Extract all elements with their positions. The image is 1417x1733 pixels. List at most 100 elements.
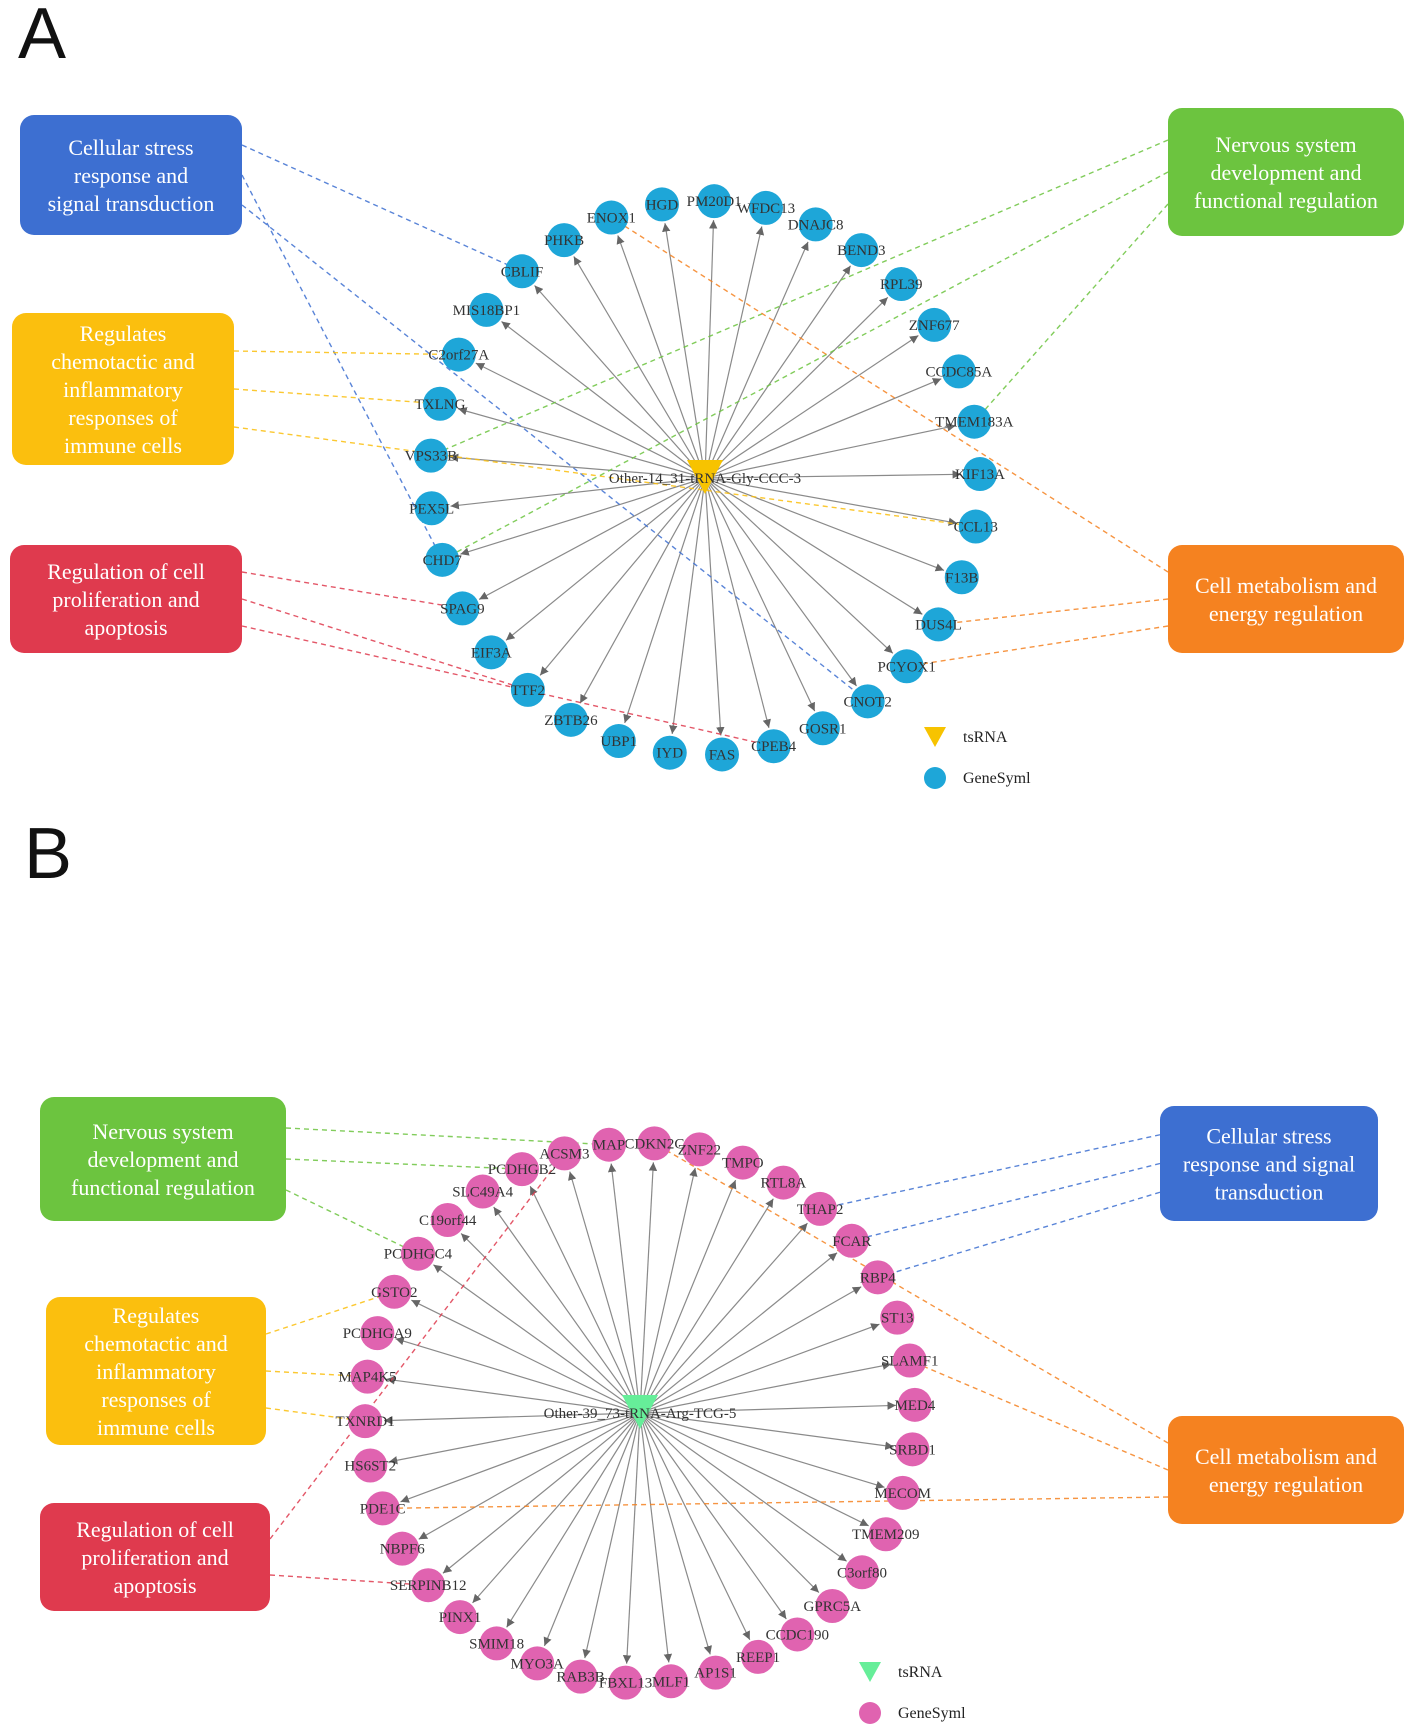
edge-pcdhga9	[395, 1337, 641, 1414]
gene-node[interactable]: UBP1	[600, 724, 637, 759]
gene-node[interactable]: TMEM183A	[935, 404, 1014, 439]
gene-node[interactable]: DNAJC8	[788, 207, 844, 242]
gene-node[interactable]: ENOX1	[587, 200, 636, 235]
gene-node[interactable]: CNOT2	[844, 684, 892, 719]
gene-node[interactable]: PINX1	[439, 1600, 482, 1635]
gene-label: RAB3B	[556, 1670, 604, 1686]
gene-node[interactable]: AP1S1	[694, 1655, 737, 1690]
gene-node[interactable]: RTL8A	[760, 1165, 806, 1200]
gene-label: CNOT2	[844, 694, 892, 710]
gene-node[interactable]: ACSM3	[539, 1136, 589, 1171]
gene-node[interactable]: GOSR1	[799, 711, 847, 746]
link-nervous-chd7	[441, 171, 1169, 561]
gene-node[interactable]: TMEM209	[852, 1517, 920, 1552]
gene-node[interactable]: ZBTB26	[544, 702, 598, 737]
gene-node[interactable]: HGD	[644, 187, 679, 222]
gene-node[interactable]: THAP2	[797, 1191, 844, 1226]
gene-node[interactable]: PCDHGB2	[488, 1152, 556, 1187]
edge-c3orf80	[639, 1412, 847, 1562]
gene-node[interactable]: CDKN2C	[624, 1126, 684, 1161]
gene-node[interactable]: KIF13A	[955, 457, 1005, 492]
gene-node[interactable]: CCDC190	[766, 1617, 829, 1652]
gene-node[interactable]: CCDC85A	[925, 354, 992, 389]
gene-node[interactable]: CHD7	[423, 542, 463, 577]
gene-node[interactable]: MIS18BP1	[453, 292, 521, 327]
gene-node[interactable]: GSTO2	[371, 1274, 417, 1309]
category-box-line: energy regulation	[1209, 1472, 1363, 1497]
gene-node[interactable]: CBLIF	[501, 254, 544, 289]
gene-node[interactable]: SERPINB12	[390, 1568, 467, 1603]
gene-node[interactable]: PCDHGA9	[343, 1316, 412, 1351]
gene-node[interactable]: MLF1	[652, 1664, 690, 1699]
gene-node[interactable]: MAP4K5	[338, 1359, 397, 1394]
gene-node[interactable]: MECOM	[874, 1475, 931, 1510]
gene-node[interactable]: PCDHGC4	[384, 1236, 453, 1271]
gene-node[interactable]: FAS	[705, 737, 740, 772]
edge-ccl13	[704, 477, 958, 526]
gene-node[interactable]: NBPF6	[380, 1531, 426, 1566]
category-box-line: apoptosis	[113, 1573, 196, 1598]
gene-node[interactable]: SMIM18	[469, 1626, 524, 1661]
gene-label: MIS18BP1	[453, 303, 521, 319]
edge-map4k5	[386, 1376, 641, 1414]
gene-label: RTL8A	[760, 1176, 806, 1192]
gene-node[interactable]: RPL39	[880, 267, 923, 302]
gene-node[interactable]: F13B	[944, 560, 979, 595]
tsrna-node[interactable]: Other-39_73-tRNA-Arg-TCG-5	[544, 1395, 737, 1429]
gene-node[interactable]: MYO3A	[511, 1646, 565, 1681]
gene-node[interactable]: RBP4	[860, 1260, 896, 1295]
legend-tsrna-icon	[859, 1662, 881, 1682]
gene-label: SERPINB12	[390, 1578, 467, 1594]
gene-node[interactable]: TTF2	[511, 672, 545, 707]
panel-letter-a: A	[18, 0, 66, 74]
gene-node[interactable]: C2orf27A	[428, 337, 489, 372]
category-box-line: Nervous system	[92, 1119, 233, 1144]
gene-node[interactable]: EIF3A	[471, 635, 512, 670]
gene-node[interactable]: REEP1	[736, 1639, 780, 1674]
tsrna-node[interactable]: Other-14_31-tRNA-Gly-CCC-3	[609, 460, 801, 494]
gene-node[interactable]: TXLNG	[415, 386, 466, 421]
gene-node[interactable]: MAP	[591, 1127, 626, 1162]
gene-circle	[805, 711, 840, 746]
gene-node[interactable]: PDE1C	[360, 1491, 406, 1526]
gene-node[interactable]: PEX5L	[409, 491, 454, 526]
gene-node[interactable]: C3orf80	[837, 1555, 887, 1590]
link-metab-dus4l	[938, 598, 1169, 626]
gene-node[interactable]: CCL13	[954, 509, 998, 544]
gene-node[interactable]: MED4	[894, 1387, 936, 1422]
edge-fcar	[639, 1252, 838, 1414]
gene-node[interactable]: SLC49A4	[452, 1174, 514, 1209]
gene-node[interactable]: ZNF677	[909, 307, 960, 342]
gene-node[interactable]: SRBD1	[889, 1432, 936, 1467]
category-box-line: proliferation and	[52, 587, 199, 612]
gene-node[interactable]: GPRC5A	[804, 1589, 862, 1624]
gene-node[interactable]: WFDC13	[737, 190, 795, 225]
category-box-line: functional regulation	[1194, 188, 1378, 213]
gene-node[interactable]: SLAMF1	[881, 1343, 939, 1378]
gene-node[interactable]: SPAG9	[440, 591, 485, 626]
gene-circle	[469, 292, 504, 327]
gene-node[interactable]: FCAR	[832, 1223, 871, 1258]
gene-node[interactable]: DUS4L	[915, 607, 962, 642]
gene-node[interactable]: ZNF22	[678, 1132, 721, 1167]
gene-node[interactable]: TXNRD1	[336, 1404, 395, 1439]
gene-node[interactable]: IYD	[652, 735, 687, 770]
gene-node[interactable]: CPEB4	[751, 729, 797, 764]
gene-node[interactable]: PM20D1	[687, 184, 742, 219]
gene-label: DUS4L	[915, 617, 962, 633]
gene-node[interactable]: PCYOX1	[878, 649, 936, 684]
gene-node[interactable]: VPS33B	[405, 438, 458, 473]
gene-node[interactable]: C19orf44	[419, 1202, 477, 1237]
gene-node[interactable]: FBXL13	[599, 1665, 652, 1700]
gene-node[interactable]: BEND3	[837, 233, 885, 268]
gene-circle	[547, 223, 582, 258]
gene-node[interactable]: TMPO	[722, 1145, 764, 1180]
gene-node[interactable]: ST13	[880, 1300, 915, 1335]
gene-circle	[756, 729, 791, 764]
gene-label: SLAMF1	[881, 1354, 939, 1370]
gene-node[interactable]: RAB3B	[556, 1659, 605, 1694]
gene-node[interactable]: PHKB	[544, 223, 584, 258]
gene-node[interactable]: HS6ST2	[344, 1448, 396, 1483]
